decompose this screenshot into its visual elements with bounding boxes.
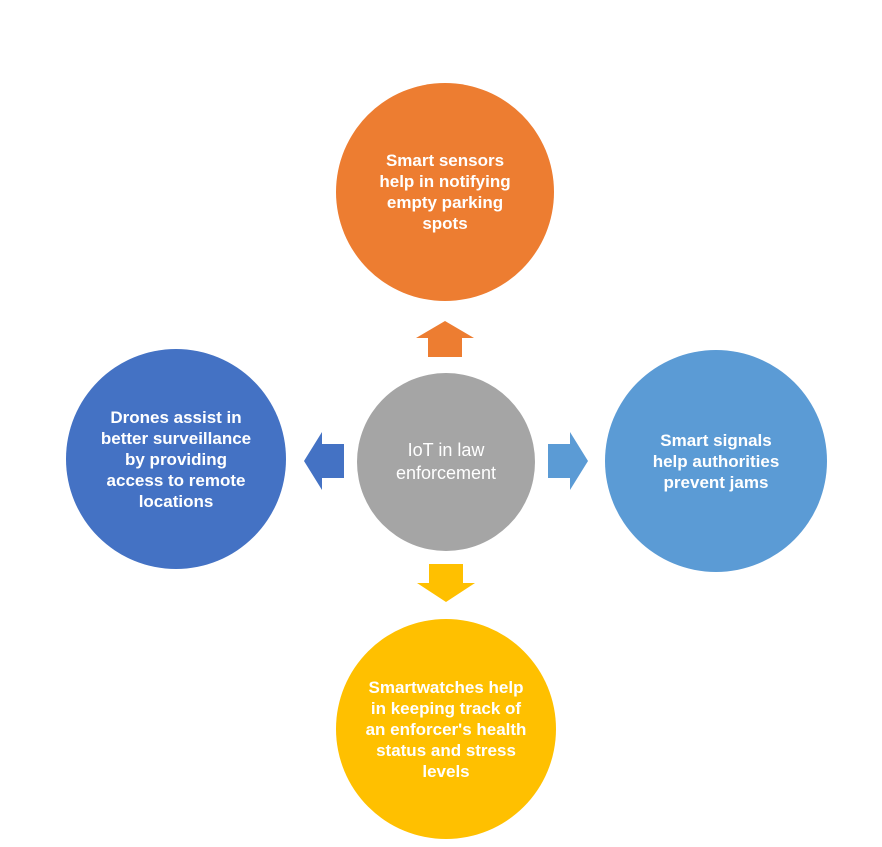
node-smartwatches: Smartwatches help in keeping track of an… <box>336 619 556 839</box>
node-smartwatches-label: Smartwatches help in keeping track of an… <box>365 677 527 781</box>
arrow-left-icon <box>304 432 344 490</box>
node-smart-sensors-label: Smart sensors help in notifying empty pa… <box>379 151 511 233</box>
node-smart-signals: Smart signals help authorities prevent j… <box>605 350 827 572</box>
node-center-iot: IoT in law enforcement <box>357 373 535 551</box>
node-smart-signals-label: Smart signals help authorities prevent j… <box>652 430 780 492</box>
node-smart-sensors: Smart sensors help in notifying empty pa… <box>336 83 554 301</box>
node-drones: Drones assist in better surveillance by … <box>66 349 286 569</box>
arrow-down-icon <box>417 564 475 602</box>
node-center-label: IoT in law enforcement <box>395 440 497 483</box>
node-drones-label: Drones assist in better surveillance by … <box>100 407 252 511</box>
arrow-up-icon <box>416 321 474 357</box>
arrow-right-icon <box>548 432 588 490</box>
